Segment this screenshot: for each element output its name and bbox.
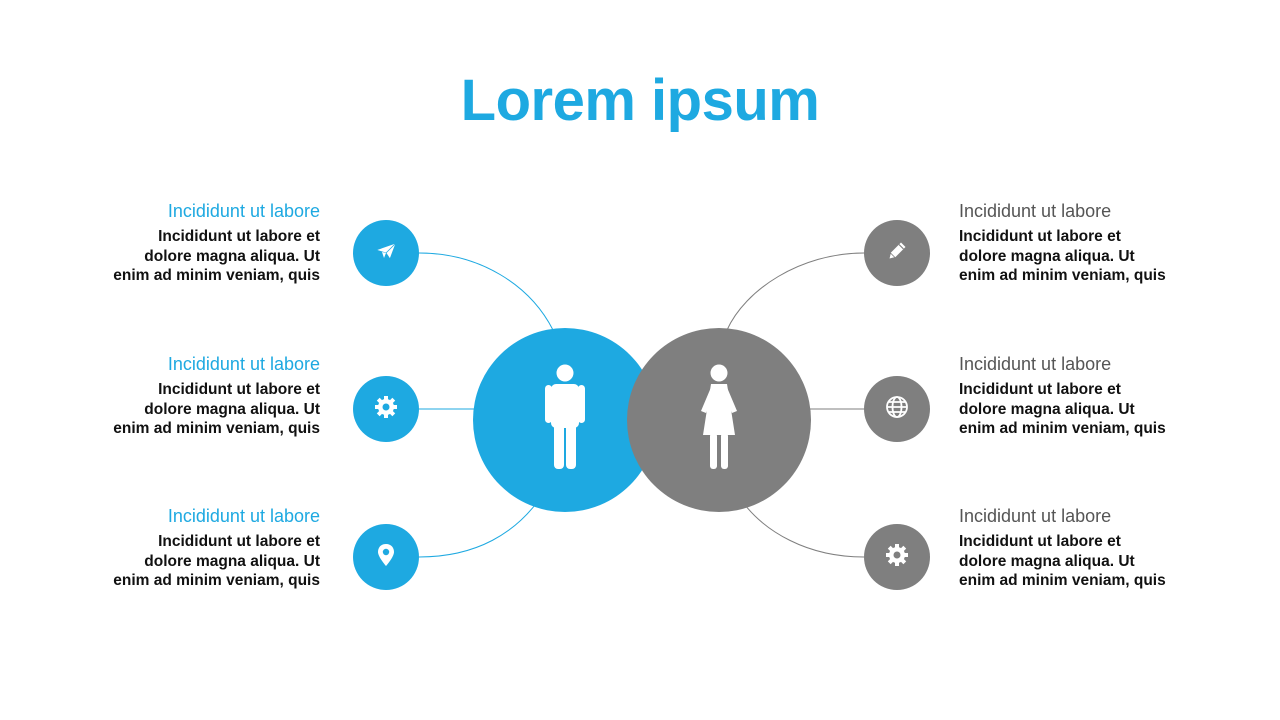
right-item-1: Incididunt ut labore Incididunt ut labor… [959,200,1229,286]
left-item-2: Incididunt ut labore Incididunt ut labor… [50,353,320,439]
connector-right-bottom [744,504,865,558]
left-node-2 [353,376,419,442]
item-heading: Incididunt ut labore [959,354,1112,374]
map-pin-icon [373,542,399,573]
right-node-3 [864,524,930,590]
item-heading: Incididunt ut labore [959,506,1112,526]
left-node-1 [353,220,419,286]
connector-left-top [418,252,554,331]
male-person-icon [535,363,595,478]
item-heading: Incididunt ut labore [167,506,320,526]
left-node-3 [353,524,419,590]
connector-left-bottom [418,504,536,558]
item-body: Incididunt ut labore et dolore magna ali… [113,228,320,284]
item-heading: Incididunt ut labore [167,354,320,374]
paper-plane-icon [373,238,399,269]
item-body: Incididunt ut labore et dolore magna ali… [113,533,320,589]
connector-right-top [726,252,865,331]
item-body: Incididunt ut labore et dolore magna ali… [113,381,320,437]
male-circle [473,328,657,512]
item-body: Incididunt ut labore et dolore magna ali… [959,381,1166,437]
right-node-1 [864,220,930,286]
globe-icon [884,394,910,425]
item-body: Incididunt ut labore et dolore magna ali… [959,228,1166,284]
right-node-2 [864,376,930,442]
pencil-icon [884,238,910,269]
item-heading: Incididunt ut labore [959,201,1112,221]
female-person-icon [689,363,749,478]
right-item-3: Incididunt ut labore Incididunt ut labor… [959,505,1229,591]
item-heading: Incididunt ut labore [167,201,320,221]
gear-icon [884,542,910,573]
left-item-3: Incididunt ut labore Incididunt ut labor… [50,505,320,591]
page-title: Lorem ipsum [460,68,820,133]
right-item-2: Incididunt ut labore Incididunt ut labor… [959,353,1229,439]
item-body: Incididunt ut labore et dolore magna ali… [959,533,1166,589]
left-item-1: Incididunt ut labore Incididunt ut labor… [50,200,320,286]
female-circle [627,328,811,512]
gear-icon [373,394,399,425]
